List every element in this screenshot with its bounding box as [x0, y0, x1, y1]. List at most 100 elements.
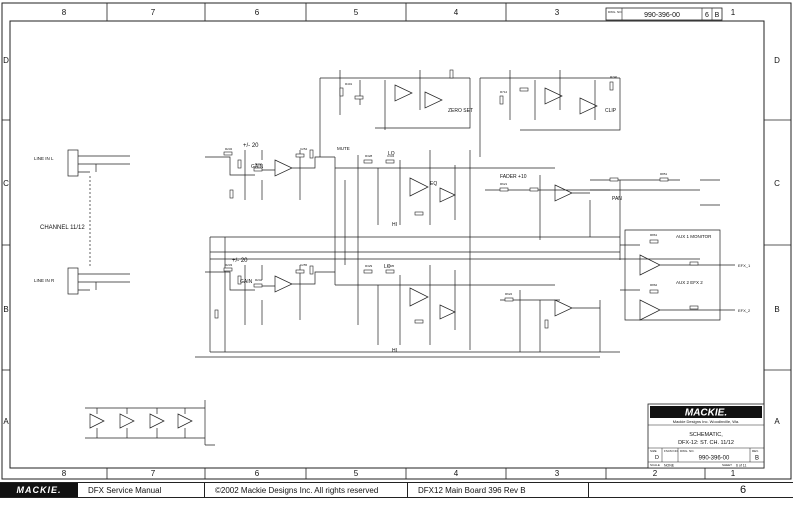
- svg-text:R712: R712: [500, 90, 508, 94]
- footer-bar: MACKIE. DFX Service Manual ©2002 Mackie …: [0, 482, 793, 498]
- col-bottom-5: 5: [354, 469, 359, 478]
- footer-board: DFX12 Main Board 396 Rev B: [408, 483, 589, 497]
- outer-frame: [1, 2, 792, 480]
- row-left-a: A: [3, 417, 9, 426]
- col-top-6: 6: [255, 8, 260, 17]
- title-fscm-label: FSCM NO.: [664, 449, 679, 453]
- title-logo-plate: [650, 406, 762, 418]
- col-top-1: 1: [731, 8, 736, 17]
- label-lo-bottom: LO: [384, 264, 391, 270]
- label-gain-bottom: GAIN: [240, 279, 253, 285]
- svg-text:R851: R851: [660, 172, 668, 176]
- col-top-8: 8: [62, 8, 67, 17]
- title-rev: B: [755, 456, 759, 462]
- col-bottom-2: 2: [653, 469, 658, 478]
- header-sheet: 6: [705, 12, 709, 19]
- title-scale-label: SCALE: [650, 463, 660, 467]
- label-eq: EQ: [430, 181, 437, 187]
- wiring: [67, 70, 735, 358]
- label-mute: MUTE: [337, 146, 350, 151]
- svg-text:R241: R241: [255, 162, 263, 166]
- label-gain-top: GAIN: [251, 164, 264, 170]
- label-hi-top: HI: [392, 222, 397, 228]
- svg-text:R233: R233: [225, 263, 233, 267]
- svg-text:C255: C255: [300, 263, 308, 267]
- row-right-c: C: [774, 179, 780, 188]
- col-bottom-3: 3: [555, 469, 560, 478]
- label-aux1: AUX 1 MONITOR: [676, 234, 712, 239]
- schematic-labels: CHANNEL 11/12 LINE IN L LINE IN R +/- 20…: [34, 108, 751, 354]
- col-top-5: 5: [354, 8, 359, 17]
- svg-text:R232: R232: [225, 147, 233, 151]
- svg-text:R621: R621: [500, 182, 508, 186]
- col-bottom-1: 1: [731, 469, 736, 478]
- col-top-7: 7: [151, 8, 156, 17]
- header-rev: B: [715, 12, 720, 19]
- label-channel: CHANNEL 11/12: [40, 225, 85, 231]
- label-pan: PAN: [612, 196, 622, 202]
- title-line-1: SCHEMATIC,: [689, 432, 723, 438]
- row-left-d: D: [3, 56, 9, 65]
- label-lo-top: LO: [388, 151, 395, 157]
- title-size-label: SIZE: [650, 449, 657, 453]
- title-dwg-number: 990-396-00: [699, 456, 730, 462]
- row-left-c: C: [3, 179, 9, 188]
- title-company: Mackie Designs Inc. Woodinville, Wa.: [673, 419, 739, 424]
- components: [214, 69, 699, 329]
- label-hi-bottom: HI: [392, 348, 397, 354]
- header-dwg-box: DWG. NO. 990-396-00 6 B: [605, 7, 723, 21]
- label-net-efx2: EFX_2: [738, 308, 751, 313]
- label-net-efx1: EFX_1: [738, 263, 751, 268]
- row-right-b: B: [774, 305, 779, 314]
- footer-copyright: ©2002 Mackie Designs Inc. All rights res…: [205, 483, 408, 497]
- svg-text:R328: R328: [365, 154, 373, 158]
- svg-text:R622: R622: [505, 292, 513, 296]
- svg-text:R401: R401: [345, 82, 353, 86]
- row-right-a: A: [774, 417, 780, 426]
- svg-text:R242: R242: [255, 278, 263, 282]
- header-dwg-number: 990-396-00: [644, 12, 680, 19]
- col-bottom-4: 4: [454, 469, 459, 478]
- title-scale: NONE: [664, 464, 675, 468]
- schematic-sheet: 8 7 6 5 4 3 1 8 7 6 5 4 3 2 1 D C B A D …: [1, 2, 792, 480]
- title-size: D: [655, 455, 659, 461]
- svg-text:C254: C254: [300, 147, 308, 151]
- title-line-2: DFX-12: ST. CH. 11/12: [678, 440, 734, 446]
- title-block: MACKIE. Mackie Designs Inc. Woodinville,…: [647, 403, 765, 469]
- title-sheet: 6 of 11: [736, 464, 746, 468]
- svg-text:C334: C334: [387, 154, 395, 158]
- title-sheet-label: SHEET: [722, 463, 732, 467]
- svg-text:R862: R862: [650, 283, 658, 287]
- label-pm20-bottom: +/- 20: [232, 258, 248, 264]
- header-dwg-label: DWG. NO.: [608, 10, 622, 14]
- svg-text:R861: R861: [650, 233, 658, 237]
- row-left-b: B: [3, 305, 8, 314]
- inner-frame: [9, 20, 765, 469]
- label-line-in-r: LINE IN R: [34, 278, 55, 283]
- label-pm20-top: +/- 20: [243, 143, 259, 149]
- label-zero-set: ZERO SET: [448, 108, 473, 114]
- label-aux2: AUX 2 EFX 2: [676, 280, 703, 285]
- title-dwg-label: DWG. NO.: [680, 449, 694, 453]
- col-top-3: 3: [555, 8, 560, 17]
- footer-page-number: 6: [739, 484, 747, 496]
- col-top-4: 4: [454, 8, 459, 17]
- jack-left: [67, 149, 79, 177]
- col-bottom-7: 7: [151, 469, 156, 478]
- col-bottom-6: 6: [255, 469, 260, 478]
- footer-manual: DFX Service Manual: [78, 483, 205, 497]
- label-line-in-l: LINE IN L: [34, 156, 54, 161]
- svg-text:R740: R740: [610, 75, 618, 79]
- col-bottom-8: 8: [62, 469, 67, 478]
- jack-right: [67, 267, 79, 295]
- svg-text:R329: R329: [365, 264, 373, 268]
- label-clip: CLIP: [605, 108, 617, 114]
- footer-logo: MACKIE.: [0, 483, 78, 497]
- svg-text:C335: C335: [387, 264, 395, 268]
- decoupling-section: [85, 400, 215, 446]
- label-fader: FADER +10: [500, 174, 527, 180]
- title-rev-label: REV.: [752, 449, 759, 453]
- row-right-d: D: [774, 56, 780, 65]
